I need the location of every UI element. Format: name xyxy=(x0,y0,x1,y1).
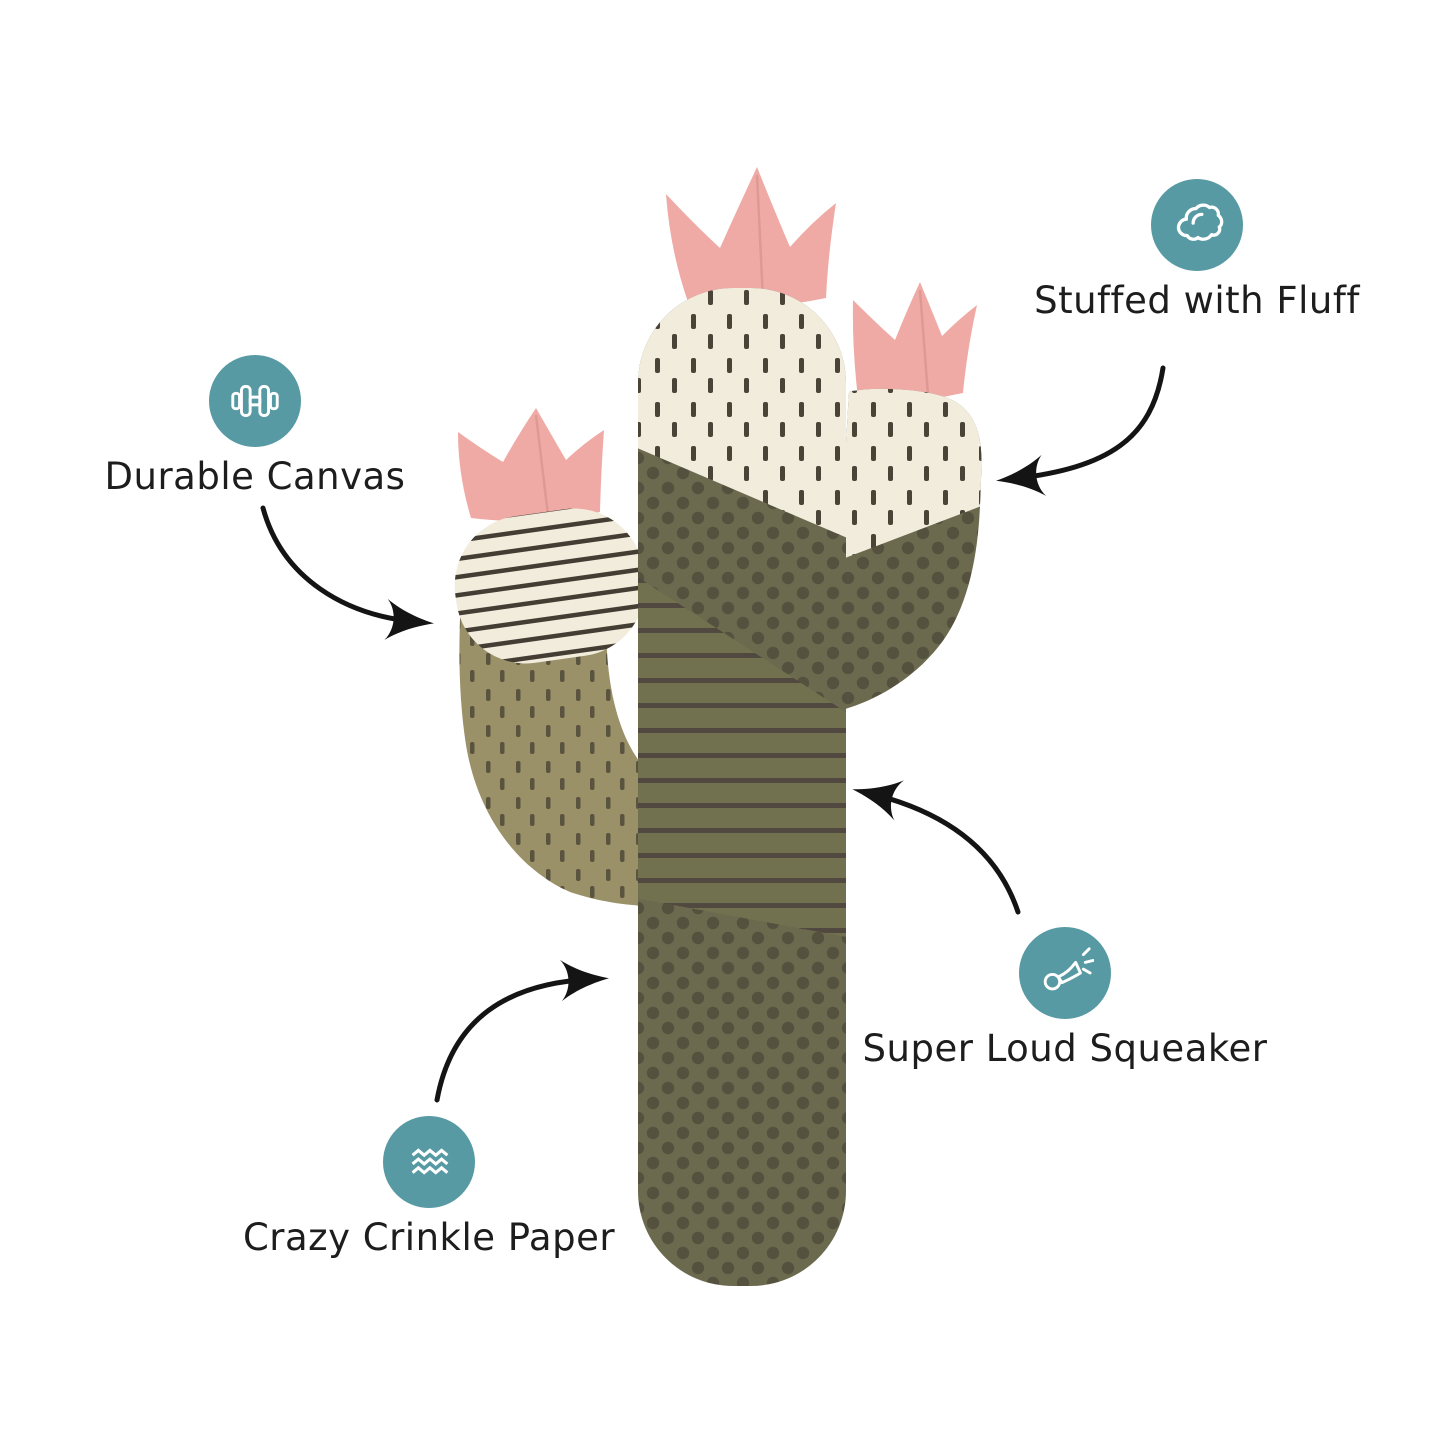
dumbbell-icon xyxy=(209,355,301,447)
cactus-left-arm-striped-tip xyxy=(454,508,646,664)
annotation-arrows xyxy=(260,365,1166,1103)
arrow-stuffed-with-fluff xyxy=(996,365,1166,496)
flower-seam xyxy=(755,174,765,301)
arrow-crazy-crinkle-paper xyxy=(434,959,610,1103)
arrow-durable-canvas xyxy=(260,505,434,640)
feature-crazy-crinkle-paper: Crazy Crinkle Paper xyxy=(209,1116,649,1259)
cactus-trunk-cream-top xyxy=(638,288,846,540)
squeaker-horn-icon xyxy=(1019,927,1111,1019)
flower-seam xyxy=(534,414,550,516)
fluff-cloud-icon xyxy=(1151,179,1243,271)
pink-flower-main xyxy=(666,167,836,307)
feature-durable-canvas: Durable Canvas xyxy=(35,355,475,498)
feature-stuffed-with-fluff: Stuffed with Fluff xyxy=(977,179,1417,322)
feature-label: Super Loud Squeaker xyxy=(862,1027,1268,1070)
arrow-super-loud-squeaker xyxy=(852,780,1021,915)
crinkle-zigzag-icon xyxy=(383,1116,475,1208)
flower-seam xyxy=(918,289,930,396)
feature-super-loud-squeaker: Super Loud Squeaker xyxy=(845,927,1285,1070)
feature-label: Durable Canvas xyxy=(104,455,406,498)
pink-flower-left xyxy=(458,408,604,521)
feature-label: Crazy Crinkle Paper xyxy=(242,1216,616,1259)
cactus-right-arm-cream-section xyxy=(819,388,982,558)
cactus-trunk-stripe-band xyxy=(638,572,846,938)
pink-flower-right xyxy=(852,282,977,401)
cactus-left-arm xyxy=(459,600,648,906)
feature-label: Stuffed with Fluff xyxy=(1034,279,1360,322)
